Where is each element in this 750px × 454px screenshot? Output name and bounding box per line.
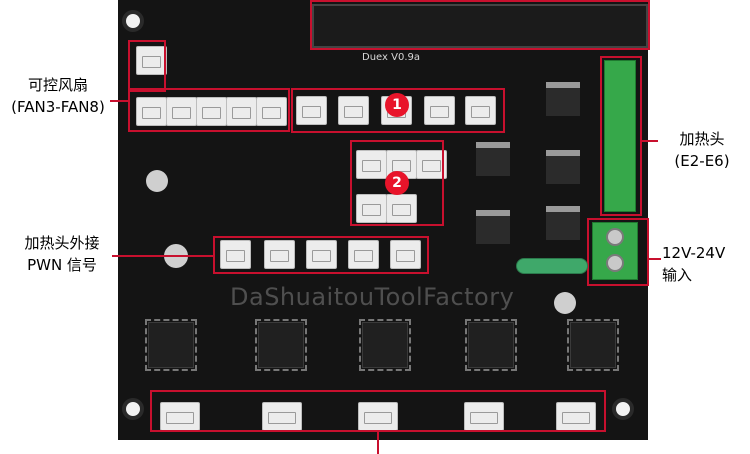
mounting-hole: [612, 398, 634, 420]
mosfet: [546, 150, 580, 184]
fan-connector: [166, 97, 197, 126]
endstop-connector: [424, 96, 455, 125]
thermistor-connector: [356, 150, 387, 179]
mosfet: [476, 210, 510, 244]
pwm-label-line1: 加热头外接: [24, 234, 100, 252]
mosfet: [546, 82, 580, 116]
heaters-label-line1: 加热头: [679, 130, 725, 148]
callout-line: [112, 255, 213, 257]
power-label-line2: 输入: [662, 266, 693, 284]
endstop-connector: [465, 96, 496, 125]
pwm-connector: [264, 240, 295, 269]
pwm-label-line2: PWN 信号: [27, 256, 97, 274]
power-highlight-box: [587, 218, 649, 286]
callout-line: [649, 258, 661, 260]
motor-connector: [464, 402, 504, 431]
pwm-connector: [220, 240, 251, 269]
fan-highlight-box: [128, 88, 290, 132]
fans-label: 可控风扇 (FAN3-FAN8): [6, 74, 110, 118]
motor-connector: [262, 402, 302, 431]
thermistor-connector: [356, 194, 387, 223]
fan-connector: [256, 97, 287, 126]
fan-highlight-box: [128, 40, 166, 92]
fan-connector: [136, 97, 167, 126]
pwm-connector: [390, 240, 421, 269]
badge-one: 1: [385, 93, 409, 117]
header-highlight-box: [310, 0, 650, 50]
watermark: DaShuaitouToolFactory: [230, 283, 515, 311]
endstop-connector: [338, 96, 369, 125]
thermistor-connector: [386, 194, 417, 223]
motor-connector: [556, 402, 596, 431]
thermistor-connector: [416, 150, 447, 179]
screw: [606, 228, 624, 246]
stepper-driver-chip: [145, 319, 197, 371]
stepper-driver-chip: [255, 319, 307, 371]
fan-connector: [196, 97, 227, 126]
pwm-label: 加热头外接 PWN 信号: [12, 232, 112, 276]
motor-highlight-box: [150, 390, 606, 432]
endstop-highlight-box: [291, 88, 505, 133]
heaters-label-line2: (E2-E6): [674, 152, 730, 170]
screw: [606, 254, 624, 272]
motor-connector: [160, 402, 200, 431]
endstop-connector: [296, 96, 327, 125]
fans-label-line1: 可控风扇: [27, 76, 88, 94]
stepper-driver-chip: [567, 319, 619, 371]
mosfet: [476, 142, 510, 176]
power-label: 12V-24V 输入: [662, 242, 746, 286]
power-label-line1: 12V-24V: [662, 244, 726, 262]
heater-terminal-block: [604, 60, 636, 212]
pwm-connector: [306, 240, 337, 269]
pwm-connector: [348, 240, 379, 269]
fuse: [516, 258, 588, 274]
board-model-text: Duex V0.9a: [362, 52, 420, 63]
thermistor-highlight-box: [350, 140, 444, 226]
fan-connector: [136, 46, 167, 75]
capacitor: [554, 292, 576, 314]
callout-line: [377, 432, 379, 454]
stepper-driver-chip: [359, 319, 411, 371]
mounting-hole: [122, 398, 144, 420]
stepper-driver-chip: [465, 319, 517, 371]
fans-label-line2: (FAN3-FAN8): [11, 98, 105, 116]
mosfet: [546, 206, 580, 240]
capacitor: [146, 170, 168, 192]
motor-connector: [358, 402, 398, 431]
pwm-highlight-box: [213, 236, 429, 274]
pin-header: [312, 4, 648, 48]
badge-two: 2: [385, 171, 409, 195]
heater-highlight-box: [600, 56, 642, 216]
mounting-hole: [122, 10, 144, 32]
callout-line: [110, 100, 128, 102]
heaters-label: 加热头 (E2-E6): [660, 128, 744, 172]
callout-line: [642, 140, 658, 142]
